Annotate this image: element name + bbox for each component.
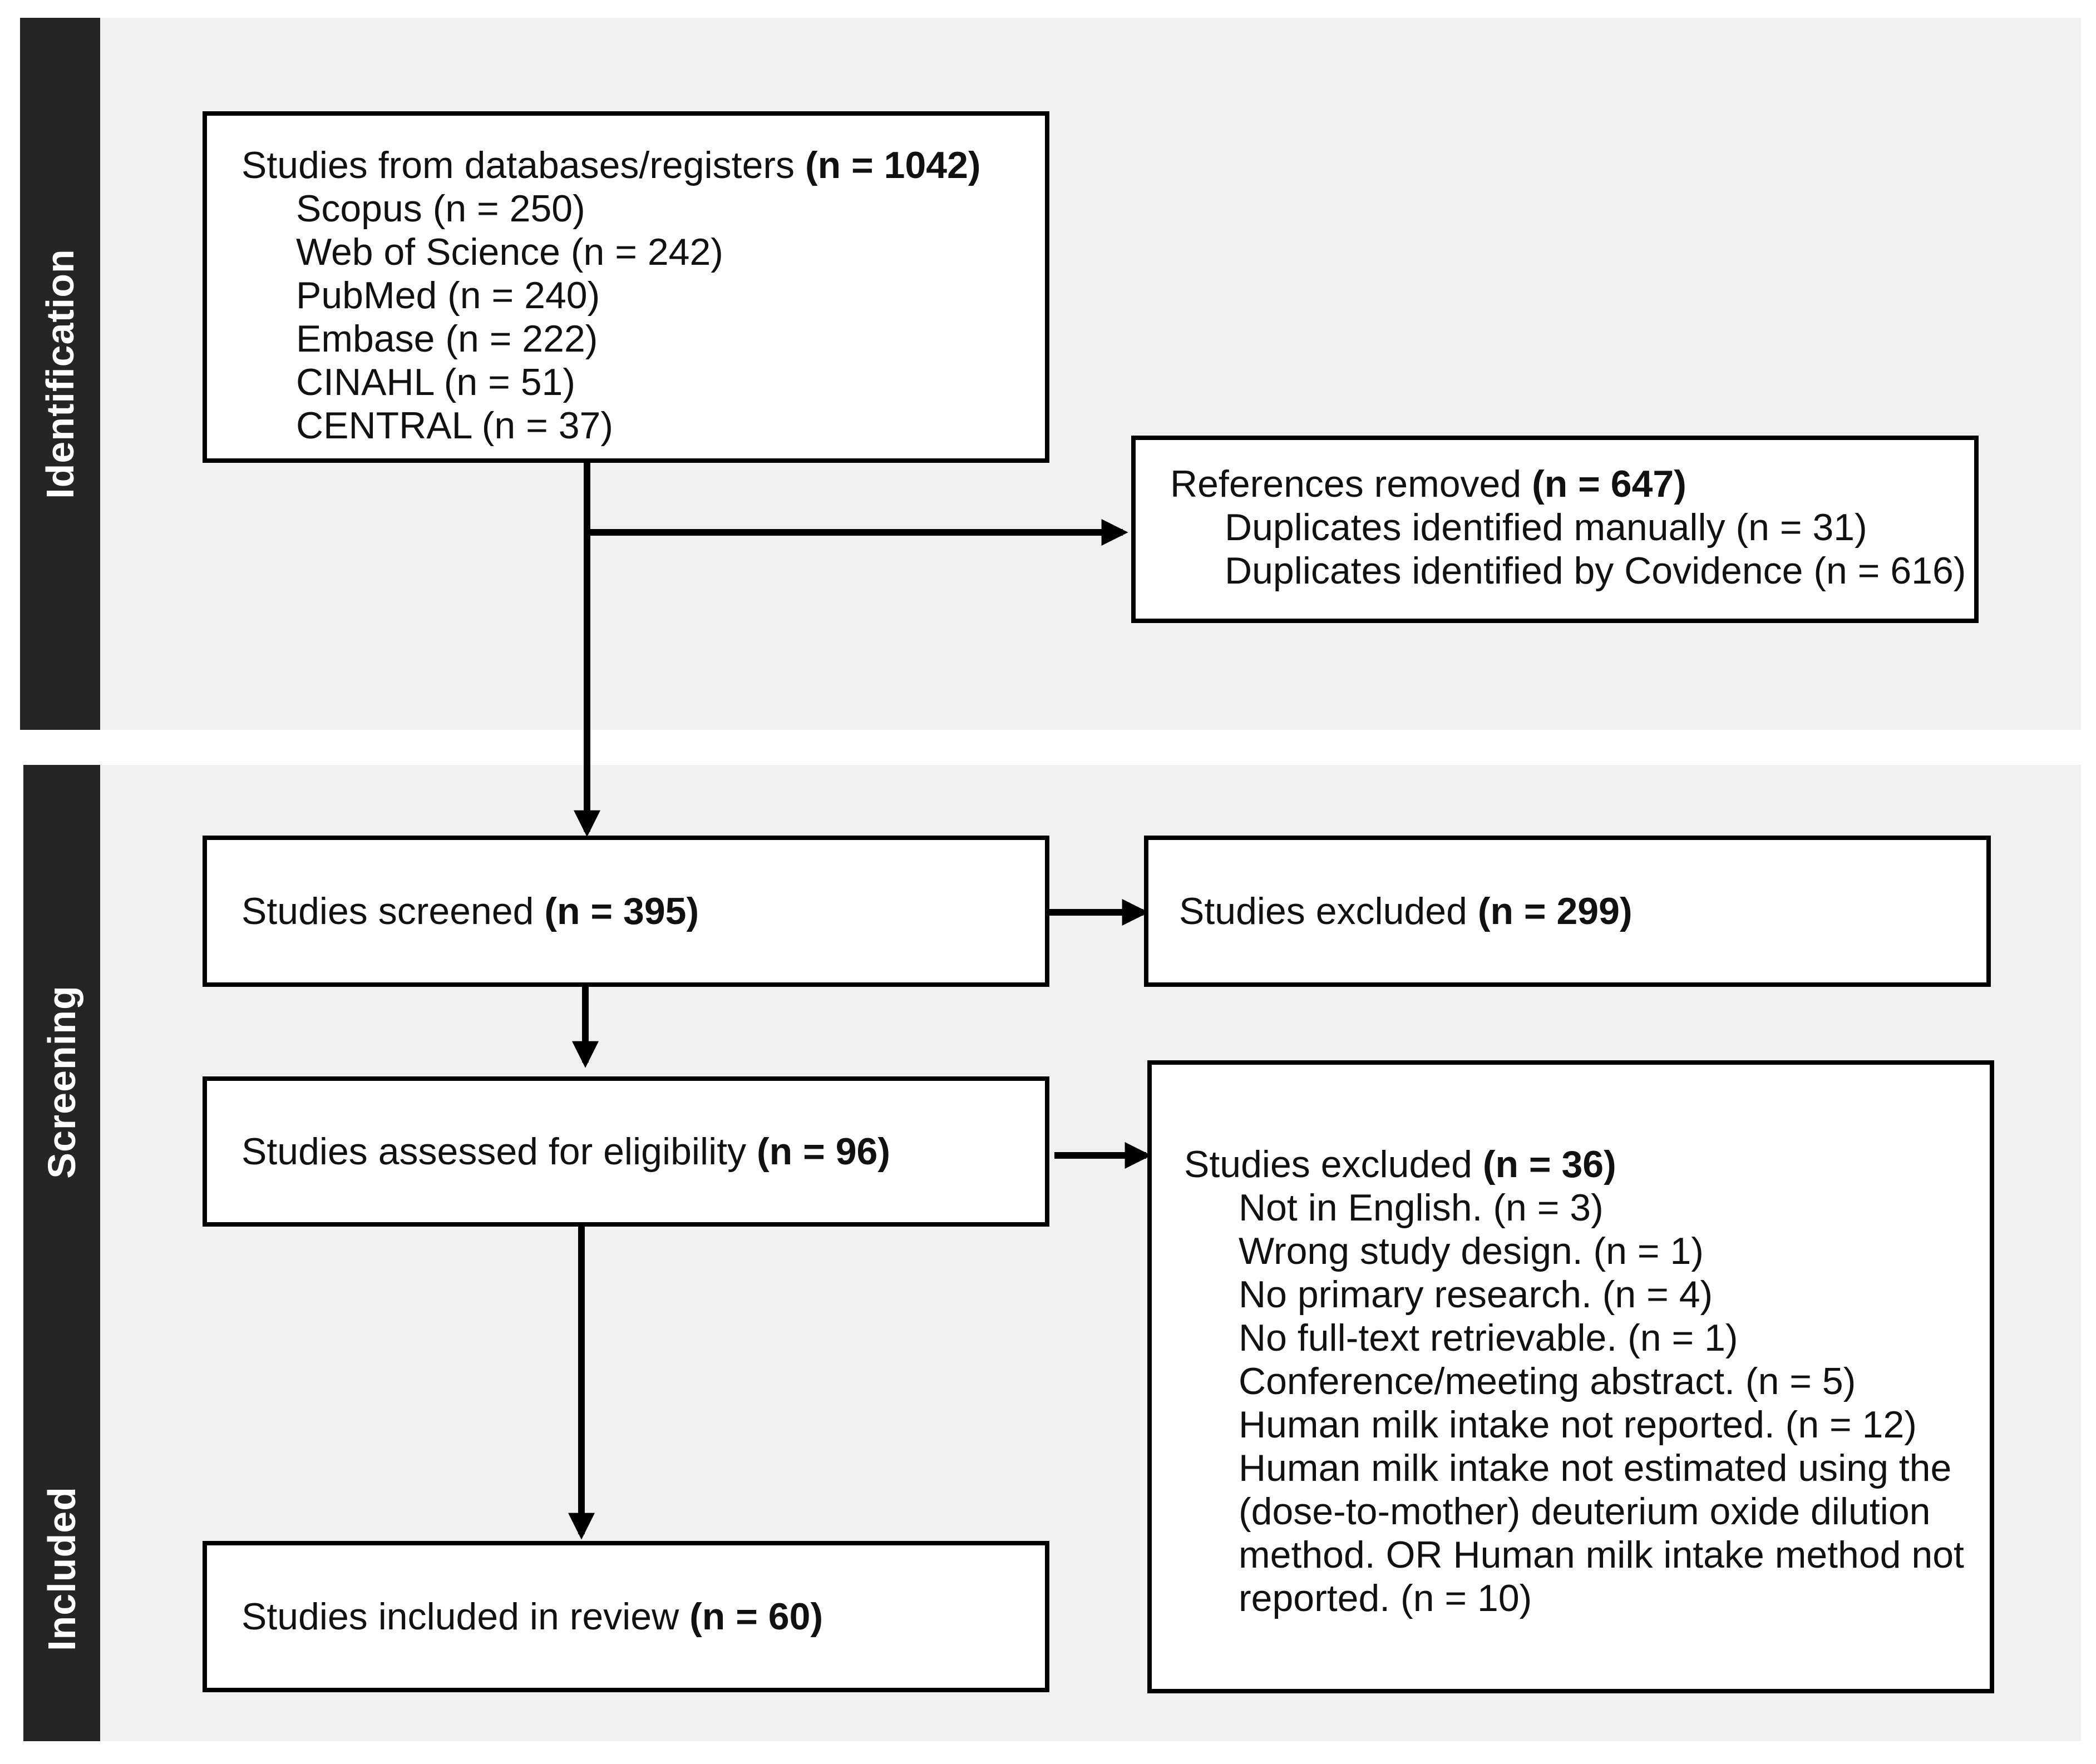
exclusion-reason: method. OR Human milk intake method not [1239, 1534, 1964, 1576]
studies-screened-text: Studies screened (n = 395) [241, 890, 1045, 933]
exclusion-reason: Not in English. (n = 3) [1239, 1187, 1604, 1229]
studies-excluded-fulltext-count: (n = 36) [1482, 1143, 1616, 1185]
references-removed-title: References removed [1170, 463, 1522, 505]
eligibility-box: Studies assessed for eligibility (n = 96… [203, 1076, 1049, 1227]
eligibility-count: (n = 96) [757, 1130, 890, 1173]
studies-excluded-screening-title: Studies excluded [1179, 890, 1467, 932]
identification-sidebar [20, 18, 100, 730]
exclusion-reason: reported. (n = 10) [1239, 1577, 1532, 1619]
studies-excluded-fulltext-box: Studies excluded (n = 36) Not in English… [1147, 1060, 1994, 1693]
studies-excluded-fulltext-heading: Studies excluded (n = 36) [1184, 1143, 1990, 1186]
studies-excluded-screening-box: Studies excluded (n = 299) [1144, 836, 1991, 987]
exclusion-reason: Human milk intake not estimated using th… [1239, 1447, 1952, 1489]
references-removed-box: References removed (n = 647) Duplicates … [1131, 436, 1979, 623]
studies-included-text: Studies included in review (n = 60) [241, 1595, 1045, 1638]
exclusion-reason: (dose-to-mother) deuterium oxide dilutio… [1239, 1490, 1931, 1533]
studies-included-title: Studies included in review [241, 1595, 679, 1638]
studies-excluded-screening-text: Studies excluded (n = 299) [1179, 890, 1986, 933]
studies-screened-box: Studies screened (n = 395) [203, 836, 1049, 987]
source-embase: Embase (n = 222) [296, 318, 598, 360]
references-removed-heading: References removed (n = 647) [1170, 462, 1974, 506]
records-identified-title: Studies from databases/registers [241, 144, 795, 186]
exclusion-reason: Conference/meeting abstract. (n = 5) [1239, 1360, 1856, 1402]
records-identified-heading: Studies from databases/registers (n = 10… [241, 144, 1045, 187]
source-pubmed: PubMed (n = 240) [296, 274, 600, 317]
eligibility-title: Studies assessed for eligibility [241, 1130, 747, 1173]
studies-excluded-screening-count: (n = 299) [1477, 890, 1633, 932]
screening-included-sidebar [23, 765, 100, 1741]
source-central: CENTRAL (n = 37) [296, 404, 613, 447]
references-removed-count: (n = 647) [1532, 463, 1686, 505]
studies-included-box: Studies included in review (n = 60) [203, 1541, 1049, 1692]
exclusion-reason: Wrong study design. (n = 1) [1239, 1230, 1704, 1272]
exclusion-reason: No full-text retrievable. (n = 1) [1239, 1317, 1738, 1359]
source-scopus: Scopus (n = 250) [296, 187, 585, 230]
source-web-of-science: Web of Science (n = 242) [296, 231, 723, 273]
exclusion-reason: Human milk intake not reported. (n = 12) [1239, 1404, 1917, 1446]
exclusion-reason: No primary research. (n = 4) [1239, 1273, 1713, 1316]
duplicates-covidence: Duplicates identified by Covidence (n = … [1225, 550, 1966, 592]
studies-screened-count: (n = 395) [544, 890, 699, 932]
studies-excluded-fulltext-title: Studies excluded [1184, 1143, 1472, 1185]
studies-screened-title: Studies screened [241, 890, 534, 932]
records-identified-count: (n = 1042) [805, 144, 981, 186]
records-identified-box: Studies from databases/registers (n = 10… [203, 111, 1049, 463]
studies-included-count: (n = 60) [689, 1595, 823, 1638]
source-cinahl: CINAHL (n = 51) [296, 361, 575, 403]
duplicates-manual: Duplicates identified manually (n = 31) [1225, 506, 1867, 549]
eligibility-text: Studies assessed for eligibility (n = 96… [241, 1130, 1045, 1173]
